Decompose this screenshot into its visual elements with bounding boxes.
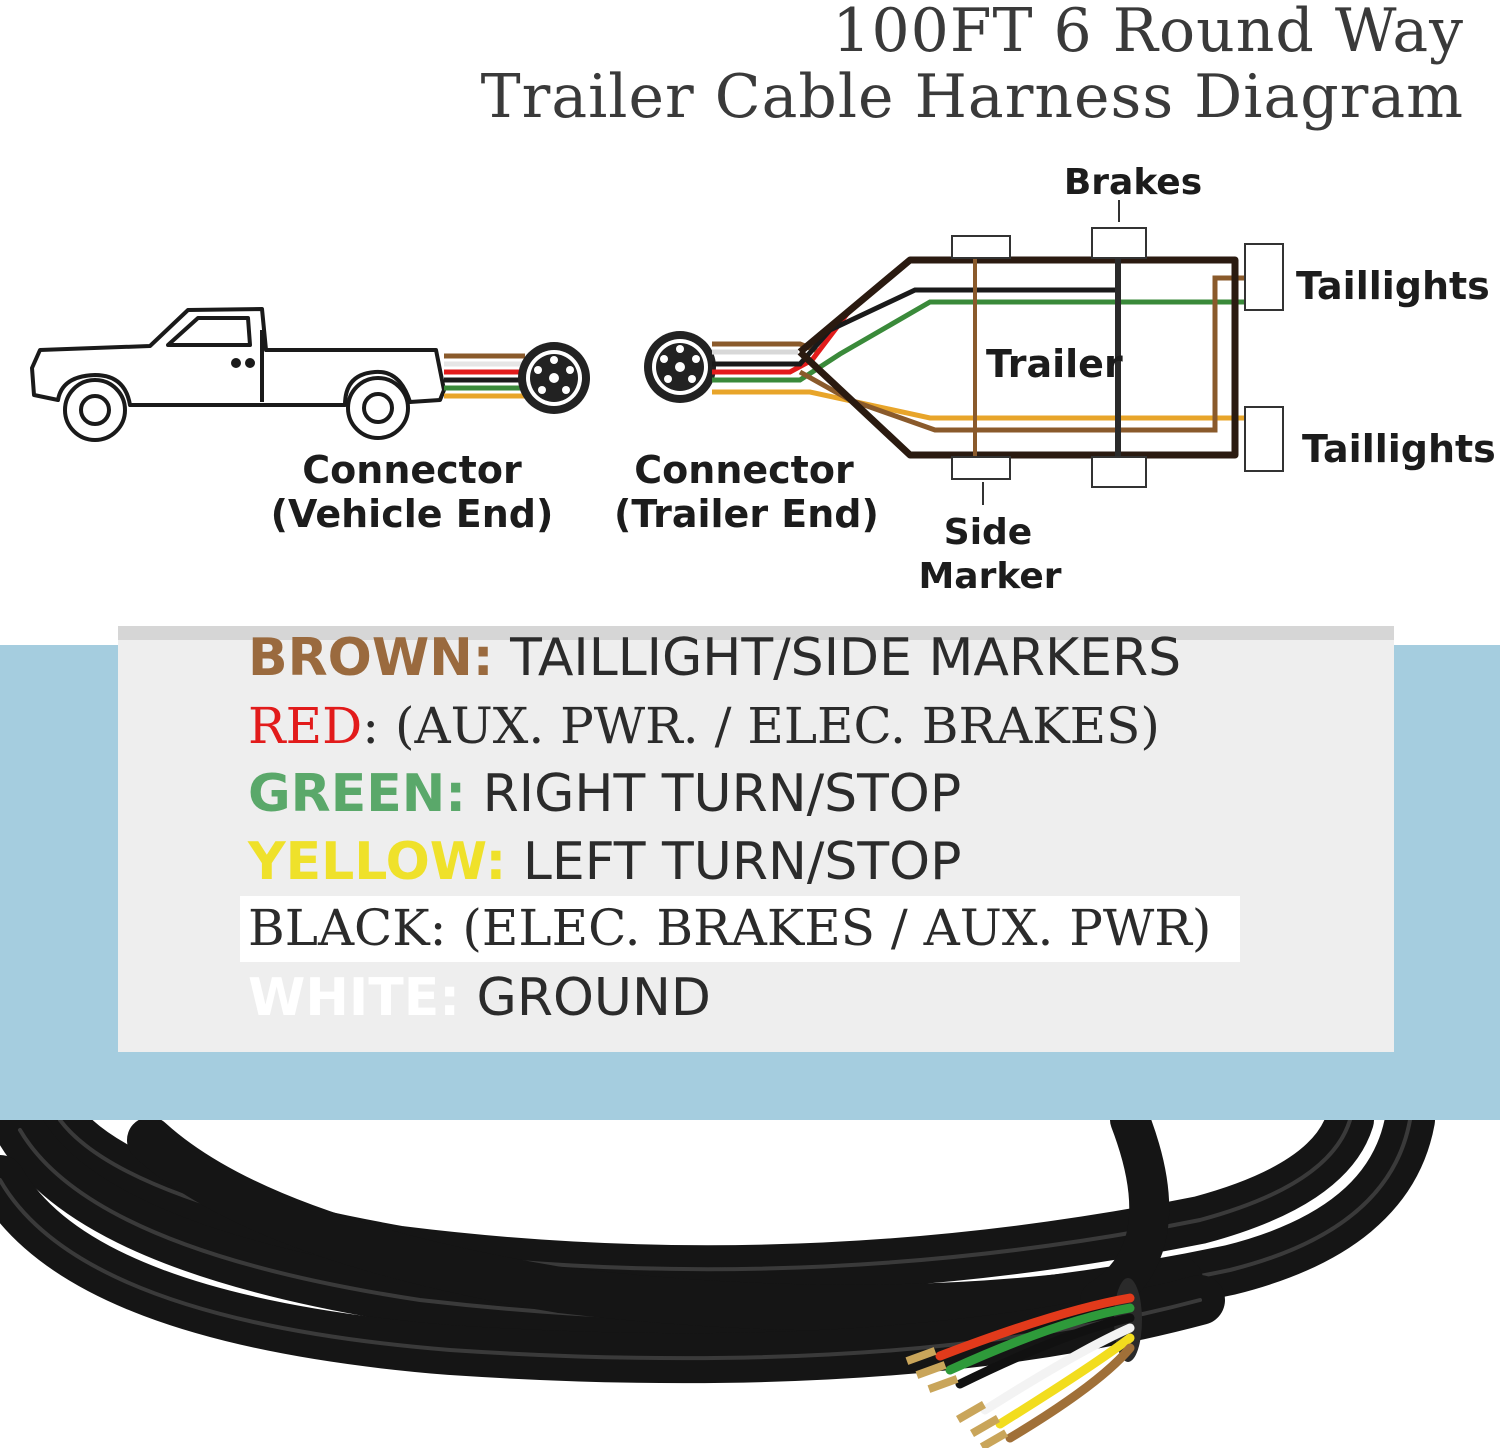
legend-desc-red: : (AUX. PWR. / ELEC. BRAKES) (362, 697, 1160, 755)
trailer-connector-label-line-1: Connector (634, 448, 854, 492)
legend-key-white: WHITE: (248, 968, 461, 1028)
legend-row-black: BLACK: (ELEC. BRAKES / AUX. PWR) (248, 898, 1211, 958)
legend-row-green: GREEN: RIGHT TURN/STOP (248, 764, 961, 824)
legend-row-white: WHITE: GROUND (248, 968, 711, 1028)
taillight-bottom-icon (1244, 406, 1284, 472)
vehicle-connector-icon (518, 342, 590, 414)
legend-desc-green: RIGHT TURN/STOP (466, 764, 962, 824)
legend-desc-black: : (ELEC. BRAKES / AUX. PWR) (429, 899, 1212, 957)
side-marker-label-line-1: Side (943, 512, 1033, 553)
vehicle-wire-bundle (444, 353, 525, 399)
trailer-frame (797, 256, 1239, 459)
title-line-2: Trailer Cable Harness Diagram (480, 62, 1464, 132)
axles (951, 227, 1147, 488)
legend-desc-white: GROUND (460, 968, 711, 1028)
brakes-label: Brakes (1063, 162, 1203, 203)
legend-key-brown: BROWN: (248, 628, 494, 688)
title-line-1: 100FT 6 Round Way (832, 0, 1464, 66)
legend-desc-brown: TAILLIGHT/SIDE MARKERS (493, 628, 1182, 688)
legend-desc-yellow: LEFT TURN/STOP (506, 832, 962, 892)
taillight-top-icon (1244, 243, 1284, 311)
legend-key-green: GREEN: (248, 764, 467, 824)
coiled-cable-image (0, 1120, 1500, 1448)
pickup-truck-icon (30, 307, 446, 442)
vehicle-connector-label-line-1: Connector (302, 448, 522, 492)
legend-key-yellow: YELLOW: (248, 832, 507, 892)
legend-black-row-highlight (240, 896, 1240, 962)
taillights-bottom-label: Taillights (1302, 427, 1496, 471)
wiring-diagram (30, 200, 1284, 505)
vehicle-connector-label-line-2: (Vehicle End) (270, 492, 554, 536)
trailer-connector-icon (644, 331, 716, 403)
legend-key-red: RED (248, 697, 363, 755)
legend-row-yellow: YELLOW: LEFT TURN/STOP (248, 832, 961, 892)
legend-row-brown: BROWN: TAILLIGHT/SIDE MARKERS (248, 628, 1181, 688)
trailer-wire-bundle (712, 275, 1245, 433)
trailer-connector-label-line-2: (Trailer End) (614, 492, 879, 536)
side-marker-label-line-2: Marker (918, 556, 1062, 597)
legend-key-black: BLACK (248, 899, 430, 957)
legend-panel (118, 626, 1394, 1052)
taillights-top-label: Taillights (1296, 264, 1490, 308)
trailer-label: Trailer (986, 342, 1123, 386)
legend-row-red: RED: (AUX. PWR. / ELEC. BRAKES) (248, 696, 1160, 756)
